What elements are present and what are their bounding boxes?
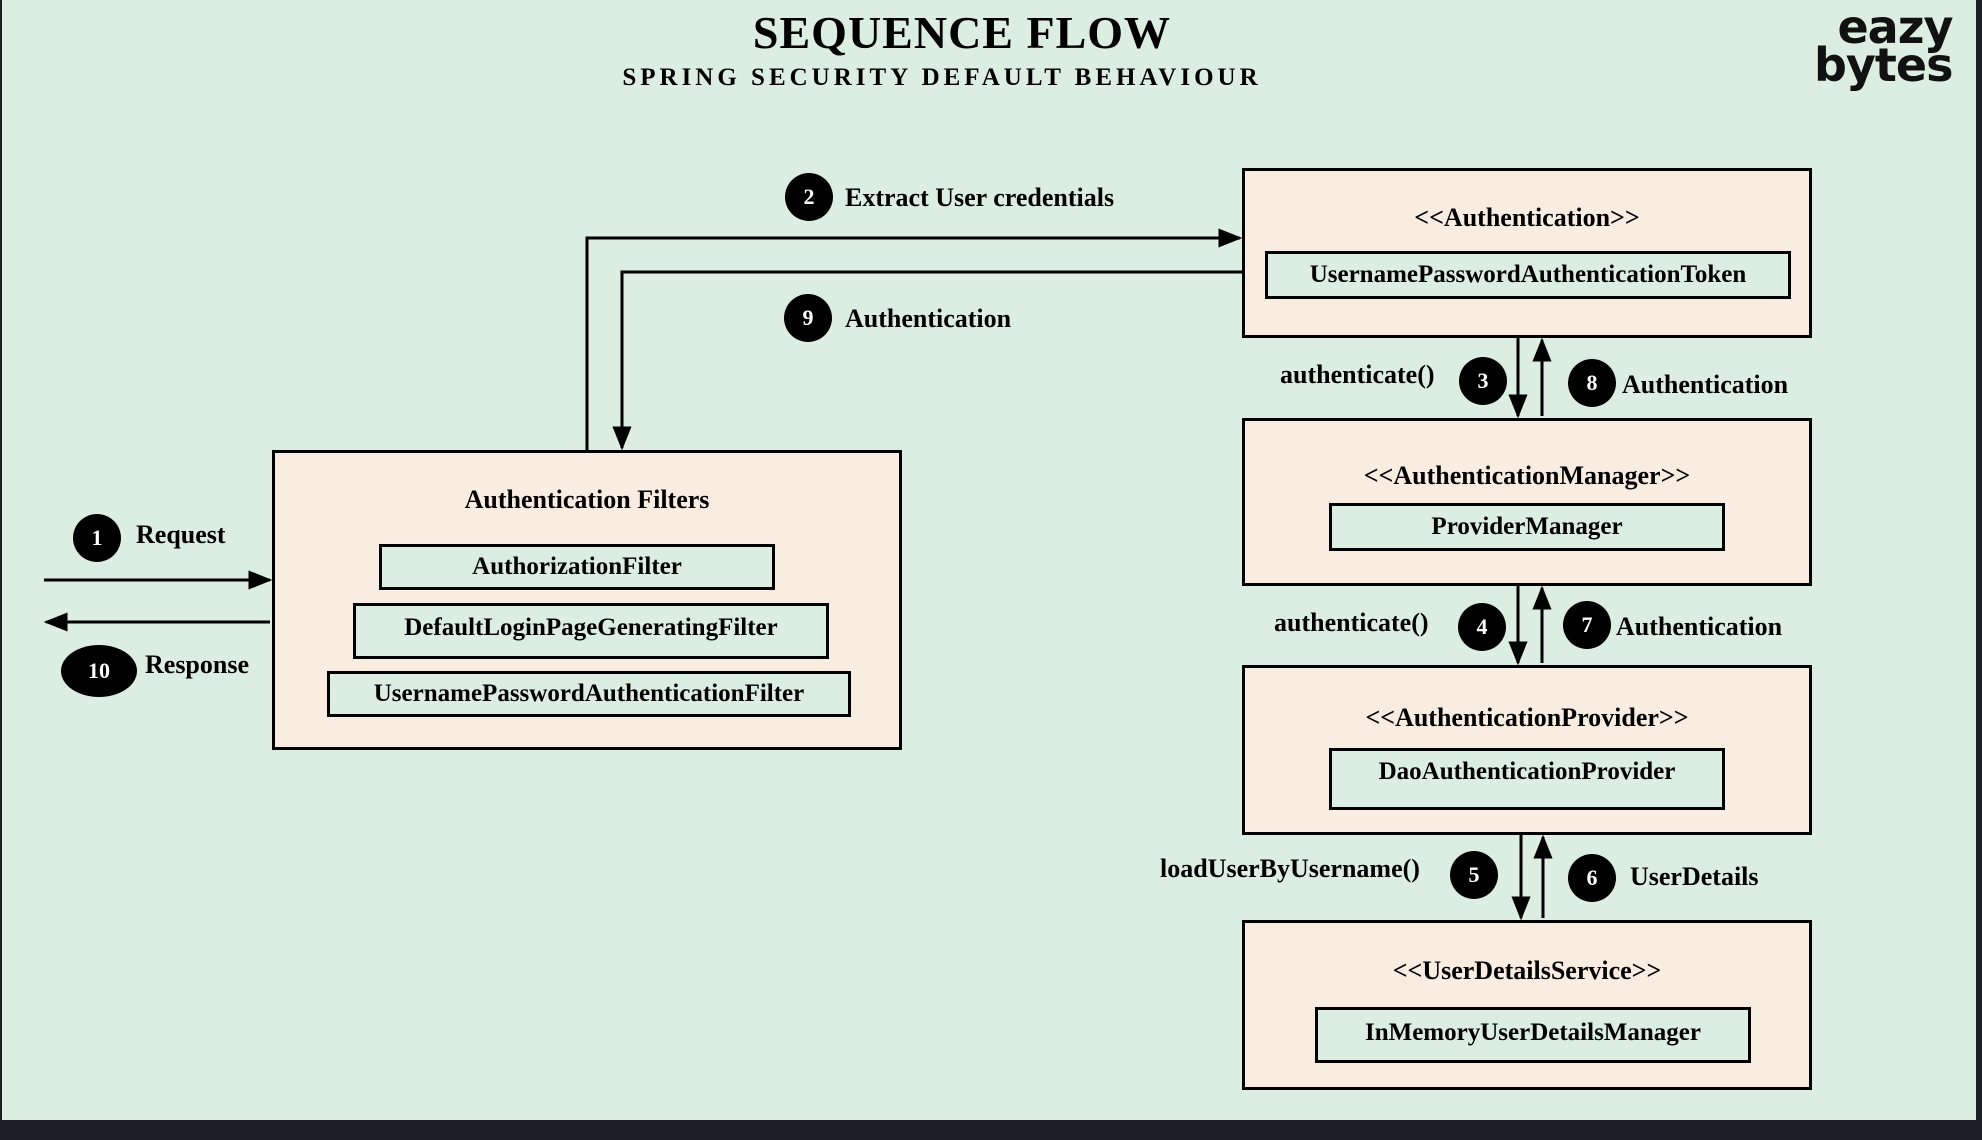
step-label-request: Request — [136, 520, 226, 549]
step-label-extract-credentials: Extract User credentials — [845, 183, 1115, 212]
step-label-authentication-7: Authentication — [1616, 612, 1783, 641]
authentication-filters-title: Authentication Filters — [464, 485, 710, 514]
provider-manager: ProviderManager — [1329, 503, 1725, 551]
step-badge-2: 2 — [785, 173, 833, 221]
authentication-box: <<Authentication>> UsernamePasswordAuthe… — [1242, 168, 1812, 338]
step-label-authentication-8: Authentication — [1622, 370, 1789, 399]
authentication-manager-title: <<AuthenticationManager>> — [1363, 461, 1691, 490]
default-login-page-generating-filter: DefaultLoginPageGeneratingFilter — [353, 603, 829, 659]
authentication-provider-box: <<AuthenticationProvider>> DaoAuthentica… — [1242, 665, 1812, 835]
dao-authentication-provider: DaoAuthenticationProvider — [1329, 748, 1725, 810]
step-label-user-details: UserDetails — [1630, 862, 1759, 891]
step-label-authentication-9: Authentication — [845, 304, 1012, 333]
user-details-service-box: <<UserDetailsService>> InMemoryUserDetai… — [1242, 920, 1812, 1090]
username-password-authentication-token: UsernamePasswordAuthenticationToken — [1265, 251, 1791, 299]
authorization-filter: AuthorizationFilter — [379, 544, 775, 590]
step-badge-10: 10 — [61, 645, 137, 697]
flow-arrows — [43, 228, 1553, 921]
authentication-provider-title: <<AuthenticationProvider>> — [1365, 703, 1689, 732]
step-badge-6: 6 — [1568, 854, 1616, 902]
logo-line-2: bytes — [1814, 38, 1953, 92]
step-label-load-user-by-username: loadUserByUsername() — [1160, 854, 1420, 883]
eazybytes-logo: eazy bytes — [1814, 0, 1953, 92]
step-label-authenticate-4: authenticate() — [1274, 608, 1429, 637]
username-password-authentication-filter: UsernamePasswordAuthenticationFilter — [327, 671, 851, 717]
authentication-title: <<Authentication>> — [1414, 203, 1640, 232]
bottom-bar — [0, 1122, 1982, 1140]
step-badge-1: 1 — [73, 514, 121, 562]
page-title: SEQUENCE FLOW — [752, 7, 1172, 58]
page-subtitle: SPRING SECURITY DEFAULT BEHAVIOUR — [622, 64, 1262, 91]
step-badge-8: 8 — [1568, 359, 1616, 407]
extract-credentials-arrow — [585, 228, 1243, 450]
step-label-authenticate-3: authenticate() — [1280, 360, 1435, 389]
step-badge-3: 3 — [1459, 357, 1507, 405]
step-badge-7: 7 — [1563, 601, 1611, 649]
step-badge-9: 9 — [784, 294, 832, 342]
step-badge-4: 4 — [1458, 603, 1506, 651]
logo-line-1: eazy — [1837, 0, 1953, 54]
authentication-filters-box: Authentication Filters AuthorizationFilt… — [272, 450, 902, 750]
user-details-service-title: <<UserDetailsService>> — [1392, 956, 1662, 985]
in-memory-user-details-manager: InMemoryUserDetailsManager — [1315, 1007, 1751, 1063]
step-badge-5: 5 — [1450, 851, 1498, 899]
step-label-response: Response — [145, 650, 250, 679]
authentication-return-arrow — [612, 270, 1242, 451]
diagram-canvas: SEQUENCE FLOW SPRING SECURITY DEFAULT BE… — [2, 0, 1976, 1120]
authentication-manager-box: <<AuthenticationManager>> ProviderManage… — [1242, 418, 1812, 586]
